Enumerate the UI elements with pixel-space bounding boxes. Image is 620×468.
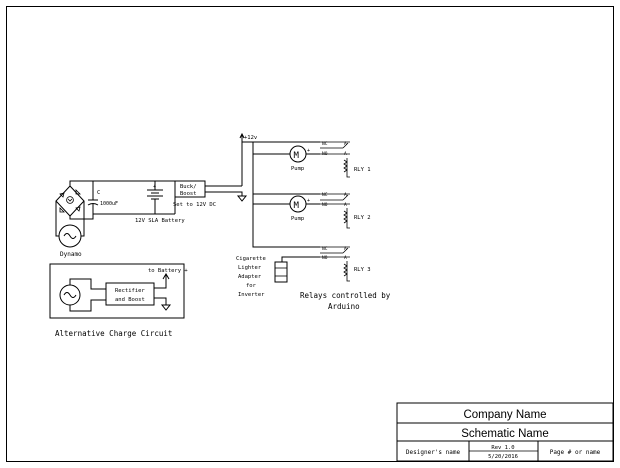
svg-text:A: A xyxy=(344,141,347,147)
svg-text:A: A xyxy=(344,202,347,208)
dynamo-label: Dynamo xyxy=(60,251,82,258)
relay-2: NC NO A A RLY 2 xyxy=(320,192,371,229)
schematic-name: Schematic Name xyxy=(461,428,549,440)
revision: Rev 1.0 xyxy=(491,445,514,451)
dynamo-symbol xyxy=(58,224,82,248)
designer-name: Designer's name xyxy=(406,449,461,456)
capacitor xyxy=(87,181,99,214)
cig-label-1: Cigarette xyxy=(236,256,266,262)
battery-label: 12V SLA Battery xyxy=(135,218,185,224)
svg-text:M: M xyxy=(294,151,300,161)
alt-ground-symbol xyxy=(160,304,172,311)
alt-battery-label: to Battery + xyxy=(148,268,188,274)
svg-text:M: M xyxy=(294,201,300,211)
svg-text:RLY 2: RLY 2 xyxy=(354,215,371,221)
svg-text:NO: NO xyxy=(322,255,328,261)
svg-text:A: A xyxy=(344,255,347,261)
rectifier-label-1: Rectifier xyxy=(115,288,145,294)
svg-text:A: A xyxy=(344,246,347,252)
svg-text:NC: NC xyxy=(322,246,328,252)
bridge-rectifier xyxy=(55,185,85,217)
cig-label-2: Lighter xyxy=(238,265,262,271)
svg-text:A: A xyxy=(344,192,347,198)
page-name: Page # or name xyxy=(550,449,601,456)
svg-text:RLY 1: RLY 1 xyxy=(354,167,371,173)
svg-text:+: + xyxy=(307,148,310,154)
supply-label: +12v xyxy=(244,135,258,141)
buck-boost-box xyxy=(174,180,206,198)
pump-2-label: Pump xyxy=(291,216,304,222)
battery-positive: + xyxy=(153,184,156,190)
svg-text:NO: NO xyxy=(322,202,328,208)
buck-boost-label-2: Boost xyxy=(180,191,197,197)
battery xyxy=(147,181,163,214)
relays-note-2: Arduino xyxy=(328,302,360,311)
alt-charge-title: Alternative Charge Circuit xyxy=(55,329,172,338)
relays-note-1: Relays controlled by xyxy=(300,291,391,300)
relay-3: NC NO A A RLY 3 xyxy=(320,246,371,282)
cig-label-4: for xyxy=(246,283,257,289)
company-name: Company Name xyxy=(463,409,546,421)
rectifier-box xyxy=(105,282,155,306)
title-block xyxy=(396,402,614,462)
rectifier-label-2: and Boost xyxy=(115,297,145,303)
capacitor-label: C xyxy=(97,190,100,196)
pump-2-motor: M xyxy=(289,195,307,213)
buck-boost-label-1: Buck/ xyxy=(180,184,197,190)
buck-boost-setting: Set to 12V DC xyxy=(173,202,216,208)
svg-text:RLY 3: RLY 3 xyxy=(354,267,371,273)
cig-label-5: Inverter xyxy=(238,292,265,298)
date: 5/20/2016 xyxy=(488,454,518,460)
relay-1: NC NO A A RLY 1 xyxy=(320,141,371,178)
pump-1-motor: M xyxy=(289,145,307,163)
alt-dynamo-symbol xyxy=(59,284,81,306)
sheet-border xyxy=(6,6,614,462)
svg-text:NC: NC xyxy=(322,192,328,198)
cig-label-3: Adapter xyxy=(238,274,262,280)
pump-1-label: Pump xyxy=(291,166,304,172)
alt-charge-frame xyxy=(49,263,185,319)
capacitor-value: 1000uF xyxy=(100,201,118,207)
svg-text:NC: NC xyxy=(322,141,328,147)
cigarette-lighter-adapter xyxy=(274,261,288,283)
svg-text:+: + xyxy=(307,198,310,204)
ground-symbol xyxy=(236,195,248,202)
